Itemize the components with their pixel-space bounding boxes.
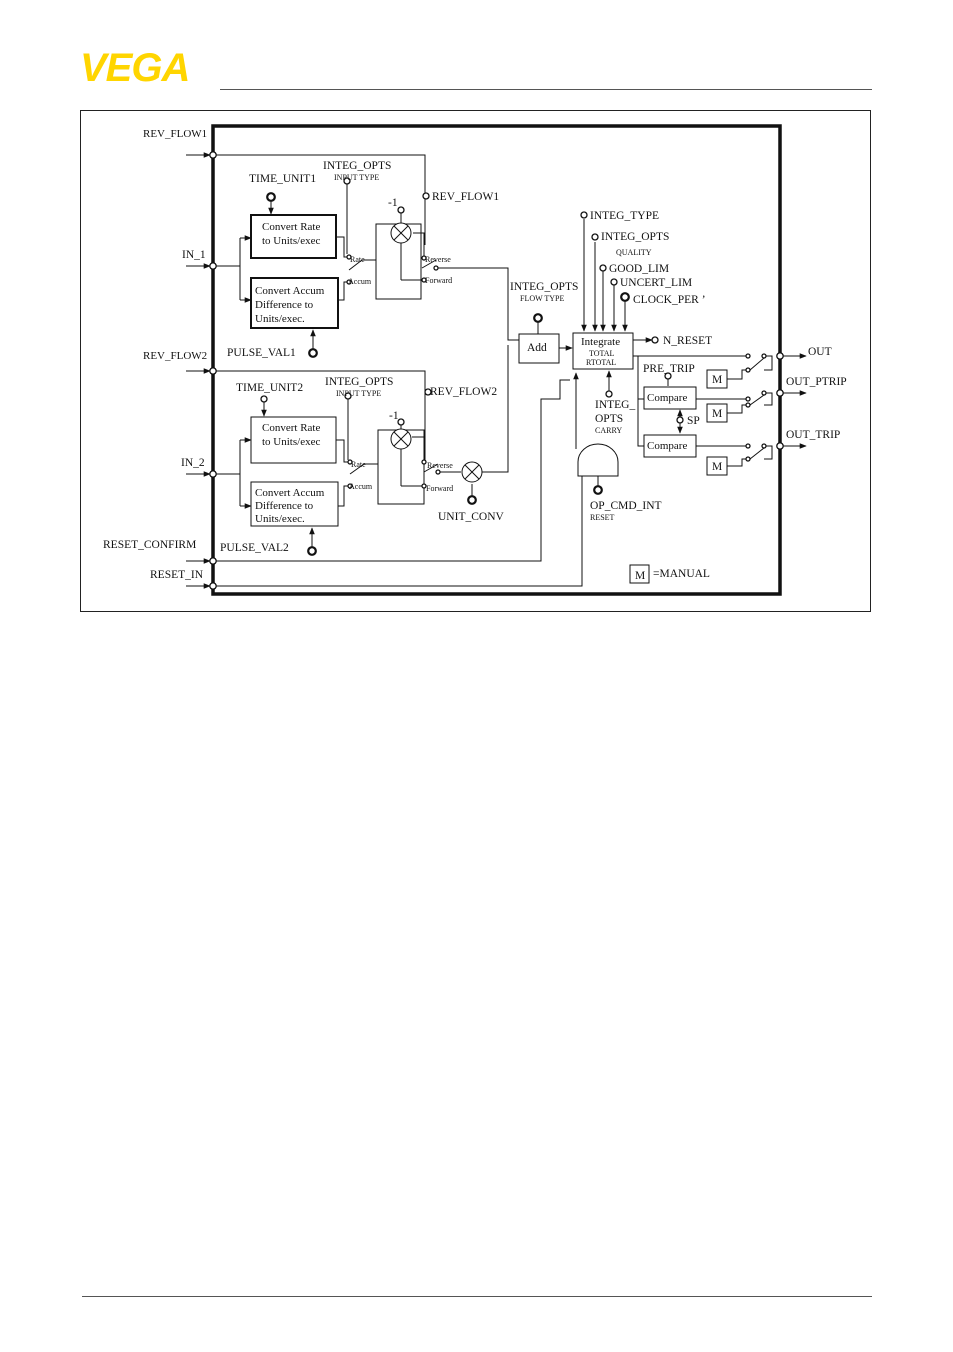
convert-accum-2-line3: Units/exec. <box>255 513 305 525</box>
convert-rate-2-line1: Convert Rate <box>262 422 320 434</box>
switch-reverse-1-label: Reverse <box>425 255 451 264</box>
carry-label: CARRY <box>595 426 622 435</box>
input-type-2-label: INPUT TYPE <box>336 389 381 398</box>
integ-opts-flow-type-label: INTEG_OPTS <box>510 281 578 293</box>
rtotal-label: RTOTAL <box>586 358 616 367</box>
convert-rate-2-line2: to Units/exec <box>262 436 320 448</box>
clock-per-label: CLOCK_PER ’ <box>633 294 706 306</box>
minus-one-1-label: -1 <box>388 197 398 209</box>
flow-type-label: FLOW TYPE <box>520 294 564 303</box>
manual-2-label: M <box>712 408 722 420</box>
quality-label: QUALITY <box>616 248 652 257</box>
legend-manual-symbol: M <box>635 570 645 582</box>
switch-rate-1-label: Rate <box>350 255 365 264</box>
convert-accum-block-1 <box>250 277 339 329</box>
convert-rate-1-line1: Convert Rate <box>262 221 320 233</box>
manual-3-label: M <box>712 461 722 473</box>
uncert-lim-label: UNCERT_LIM <box>620 277 692 289</box>
integrate-block-label: Integrate <box>581 336 620 348</box>
compare-1-label: Compare <box>647 392 687 404</box>
rev-flow2-param-label: REV_FLOW2 <box>430 386 497 398</box>
time-unit2-label: TIME_UNIT2 <box>236 382 303 394</box>
pre-trip-label: PRE_TRIP <box>643 363 695 375</box>
compare-2-label: Compare <box>647 440 687 452</box>
convert-accum-2-line1: Convert Accum <box>255 487 325 499</box>
integ-carry-label-1: INTEG_ <box>595 399 635 411</box>
integ-opts-input-type-2-label: INTEG_OPTS <box>325 376 393 388</box>
output-out-trip-label: OUT_TRIP <box>786 429 840 441</box>
reset-gate <box>577 443 619 477</box>
convert-accum-1-line3: Units/exec. <box>255 313 305 325</box>
n-reset-label: N_RESET <box>663 335 712 347</box>
switch-rate-2-label: Rate <box>351 460 366 469</box>
integ-opts-input-type-1-label: INTEG_OPTS <box>323 160 391 172</box>
switch-accum-1-label: Accum <box>348 277 372 286</box>
integrate-block <box>572 332 634 370</box>
output-out-ptrip-label: OUT_PTRIP <box>786 376 847 388</box>
input-in1-label: IN_1 <box>182 249 206 261</box>
convert-accum-1-line2: Difference to <box>255 299 314 311</box>
input-type-1-label: INPUT TYPE <box>334 173 379 182</box>
unit-conv-label: UNIT_CONV <box>438 511 504 523</box>
switch-reverse-2-label: Reverse <box>427 461 453 470</box>
switch-forward-1-label: Forward <box>425 276 452 285</box>
convert-accum-1-line1: Convert Accum <box>255 285 325 297</box>
header-rule <box>220 89 872 90</box>
input-rev-flow2-label: REV_FLOW2 <box>143 350 207 362</box>
integ-opts-quality-label: INTEG_OPTS <box>601 231 669 243</box>
switch-forward-2-label: Forward <box>426 484 453 493</box>
main-block-border <box>211 124 782 596</box>
vega-logo: VEGA <box>80 50 190 84</box>
compare-block-1 <box>643 386 697 410</box>
input-reset-confirm-label: RESET_CONFIRM <box>103 539 196 551</box>
manual-1-label: M <box>712 374 722 386</box>
integ-carry-label-2: OPTS <box>595 413 623 425</box>
pulse-val2-label: PULSE_VAL2 <box>220 542 289 554</box>
convert-accum-block-2 <box>250 481 339 527</box>
input-reset-in-label: RESET_IN <box>150 569 204 581</box>
minus-one-2-label: -1 <box>389 410 399 422</box>
vega-logo-text: VEGA <box>80 50 189 84</box>
pulse-val1-label: PULSE_VAL1 <box>227 347 296 359</box>
legend-manual-box <box>629 564 650 584</box>
output-out-label: OUT <box>808 346 832 358</box>
input-rev-flow1-label: REV_FLOW1 <box>143 128 207 140</box>
total-label: TOTAL <box>589 349 615 358</box>
rev-flow1-param-label: REV_FLOW1 <box>432 191 499 203</box>
legend-manual-text: =MANUAL <box>653 568 710 580</box>
good-lim-label: GOOD_LIM <box>609 263 669 275</box>
sp-label: SP <box>687 415 700 427</box>
footer-rule <box>82 1296 872 1297</box>
reset-label: RESET <box>590 513 615 522</box>
figure-frame <box>80 110 871 612</box>
add-block-label: Add <box>527 342 547 354</box>
time-unit1-label: TIME_UNIT1 <box>249 173 316 185</box>
switch-accum-2-label: Accum <box>349 482 373 491</box>
integ-type-label: INTEG_TYPE <box>590 210 659 222</box>
convert-rate-1-line2: to Units/exec <box>262 235 320 247</box>
convert-accum-2-line2: Difference to <box>255 500 314 512</box>
op-cmd-int-label: OP_CMD_INT <box>590 500 662 512</box>
input-in2-label: IN_2 <box>181 457 205 469</box>
